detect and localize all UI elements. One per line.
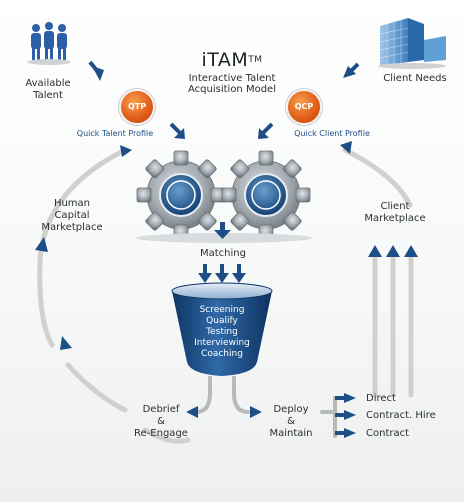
quick-talent-profile-label: Quick Talent Profile xyxy=(68,129,162,138)
people-group-icon xyxy=(27,22,71,65)
output-arrows xyxy=(186,393,356,438)
funnel-step-interviewing: Interviewing xyxy=(194,338,250,348)
client-marketplace-label: Client Marketplace xyxy=(360,201,430,225)
funnel-step-coaching: Coaching xyxy=(201,349,243,359)
matching-label: Matching xyxy=(188,248,258,260)
debrief-line-3: Re-Engage xyxy=(134,428,188,439)
title-text: iTAM xyxy=(201,49,249,71)
client-marketplace-line-2: Marketplace xyxy=(364,213,426,224)
debrief-line-2: & xyxy=(157,416,165,427)
gears-icon xyxy=(136,150,312,243)
funnel-input-arrows xyxy=(198,264,246,283)
funnel-step-qualify: Qualify xyxy=(206,316,238,326)
funnel-icon xyxy=(171,282,273,393)
funnel-steps: Screening Qualify Testing Interviewing C… xyxy=(182,305,262,360)
deploy-line-2: & xyxy=(287,416,295,427)
matching-text: Matching xyxy=(200,248,246,259)
human-capital-line-1: Human xyxy=(53,198,91,209)
client-marketplace-line-1: Client xyxy=(380,201,410,212)
quick-client-profile-label: Quick Client Profile xyxy=(284,129,380,138)
quick-talent-profile-text: Quick Talent Profile xyxy=(76,129,154,138)
available-talent-line-2: Talent xyxy=(33,90,63,101)
right-arc-arrow xyxy=(340,141,352,154)
subtitle-line-2: Acquisition Model xyxy=(188,84,276,95)
debrief-reengage-label: Debrief & Re-Engage xyxy=(126,404,196,440)
output-pipes xyxy=(194,391,337,438)
funnel-step-testing: Testing xyxy=(206,327,238,337)
human-capital-line-3: Marketplace xyxy=(41,222,103,233)
outcome-contract: Contract xyxy=(366,428,410,439)
deploy-line-3: Maintain xyxy=(269,428,313,439)
qcp-badge: QCP xyxy=(286,89,322,125)
office-building-icon xyxy=(378,18,446,69)
debrief-line-1: Debrief xyxy=(142,404,180,415)
deploy-maintain-label: Deploy & Maintain xyxy=(258,404,324,440)
outcome-direct: Direct xyxy=(366,393,396,404)
input-arrows xyxy=(88,60,360,139)
qtp-badge: QTP xyxy=(119,89,155,125)
loop-arc-right xyxy=(342,147,414,398)
client-needs-label: Client Needs xyxy=(372,73,458,85)
quick-client-profile-text: Quick Client Profile xyxy=(294,129,370,138)
human-capital-marketplace-label: Human Capital Marketplace xyxy=(36,198,108,234)
available-talent-label: Available Talent xyxy=(18,78,78,102)
model-subtitle: Interactive Talent Acquisition Model xyxy=(160,73,304,95)
matching-down-arrow xyxy=(214,222,231,239)
human-capital-line-2: Capital xyxy=(54,210,90,221)
deploy-line-1: Deploy xyxy=(273,404,309,415)
funnel-step-screening: Screening xyxy=(199,305,245,315)
trademark-mark: TM xyxy=(248,55,263,65)
model-title: iTAMTM xyxy=(196,50,268,70)
available-talent-line-1: Available xyxy=(25,78,71,89)
left-arc-arrows xyxy=(35,145,132,350)
subtitle-line-1: Interactive Talent xyxy=(188,73,276,84)
outcome-contract-hire: Contract. Hire xyxy=(366,410,436,421)
loop-arc-left xyxy=(37,147,191,444)
client-needs-text: Client Needs xyxy=(383,73,447,84)
right-up-arrows xyxy=(368,245,418,257)
